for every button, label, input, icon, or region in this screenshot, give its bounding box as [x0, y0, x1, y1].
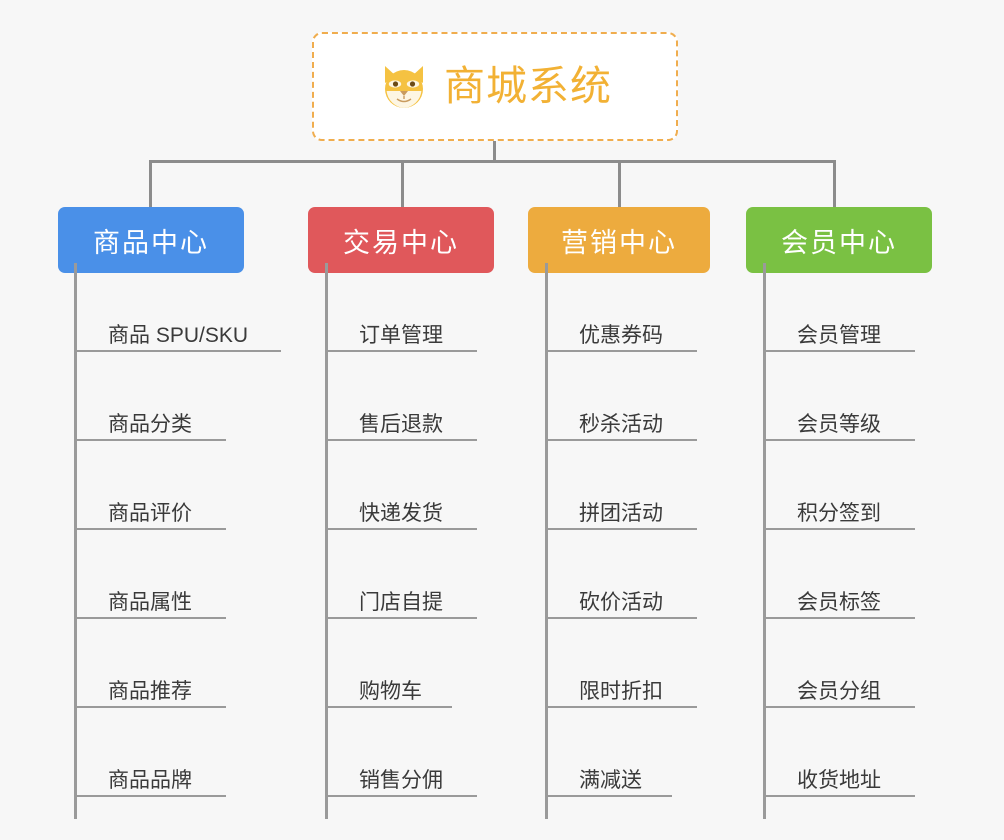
list-item-rule — [545, 528, 697, 530]
list-item-label: 积分签到 — [797, 502, 881, 525]
list-item-rule — [763, 795, 915, 797]
branch-column-member: 会员管理 会员等级 积分签到 会员标签 会员分组 收货地址 — [763, 263, 993, 823]
connector-drop-3 — [618, 160, 621, 208]
list-item-label: 商品品牌 — [108, 769, 192, 792]
list-item-rule — [763, 439, 915, 441]
list-item-label: 购物车 — [359, 680, 422, 703]
branch-header-member[interactable]: 会员中心 — [746, 207, 932, 273]
list-item-rule — [325, 617, 477, 619]
list-item-rule — [74, 439, 226, 441]
branch-header-trade[interactable]: 交易中心 — [308, 207, 494, 273]
list-item-label: 会员管理 — [797, 324, 881, 347]
list-item-label: 快递发货 — [359, 502, 443, 525]
list-item-label: 收货地址 — [797, 769, 881, 792]
list-item-rule — [763, 706, 915, 708]
list-item-label: 秒杀活动 — [579, 413, 663, 436]
list-item-label: 订单管理 — [359, 324, 443, 347]
branch-header-product[interactable]: 商品中心 — [58, 207, 244, 273]
list-item-rule — [325, 350, 477, 352]
list-item-rule — [545, 439, 697, 441]
list-item-label: 砍价活动 — [579, 591, 663, 614]
list-item-rule — [545, 350, 697, 352]
connector-horizontal-bus — [149, 160, 835, 163]
list-item-label: 门店自提 — [359, 591, 443, 614]
list-item-label: 优惠券码 — [579, 324, 663, 347]
root-title: 商城系统 — [444, 63, 612, 109]
connector-drop-1 — [149, 160, 152, 208]
list-item-label: 会员分组 — [797, 680, 881, 703]
list-item-label: 满减送 — [579, 769, 642, 792]
list-item-rule — [325, 706, 452, 708]
branch-column-product: 商品 SPU/SKU 商品分类 商品评价 商品属性 商品推荐 商品品牌 — [74, 263, 304, 823]
list-item-label: 商品 SPU/SKU — [108, 324, 249, 347]
list-item-label: 售后退款 — [359, 413, 443, 436]
list-item-rule — [325, 795, 477, 797]
list-item-label: 商品评价 — [108, 502, 192, 525]
list-item-rule — [74, 617, 226, 619]
list-item-label: 限时折扣 — [579, 680, 663, 703]
branch-column-marketing: 优惠券码 秒杀活动 拼团活动 砍价活动 限时折扣 满减送 — [545, 263, 775, 823]
connector-drop-4 — [833, 160, 836, 208]
list-item-rule — [545, 617, 697, 619]
list-item-label: 拼团活动 — [579, 502, 663, 525]
root-node[interactable]: 商城系统 — [312, 32, 678, 141]
list-item-rule — [763, 528, 915, 530]
branch-spine — [763, 263, 766, 819]
branch-column-trade: 订单管理 售后退款 快递发货 门店自提 购物车 销售分佣 — [325, 263, 555, 823]
list-item-label: 商品分类 — [108, 413, 192, 436]
list-item-rule — [74, 795, 226, 797]
connector-root-stem — [493, 141, 496, 163]
branch-spine — [325, 263, 328, 819]
list-item-rule — [763, 350, 915, 352]
list-item-label: 会员等级 — [797, 413, 881, 436]
dog-face-icon — [378, 63, 430, 111]
list-item-label: 销售分佣 — [359, 769, 443, 792]
list-item-label: 会员标签 — [797, 591, 881, 614]
list-item-rule — [74, 350, 281, 352]
branch-header-marketing[interactable]: 营销中心 — [528, 207, 710, 273]
list-item-rule — [74, 528, 226, 530]
list-item-rule — [763, 617, 915, 619]
list-item-rule — [545, 795, 672, 797]
list-item-rule — [74, 706, 226, 708]
branch-spine — [545, 263, 548, 819]
list-item-label: 商品属性 — [108, 591, 192, 614]
list-item-rule — [325, 439, 477, 441]
connector-drop-2 — [401, 160, 404, 208]
branch-spine — [74, 263, 77, 819]
list-item-rule — [545, 706, 697, 708]
list-item-rule — [325, 528, 477, 530]
list-item-label: 商品推荐 — [108, 680, 192, 703]
